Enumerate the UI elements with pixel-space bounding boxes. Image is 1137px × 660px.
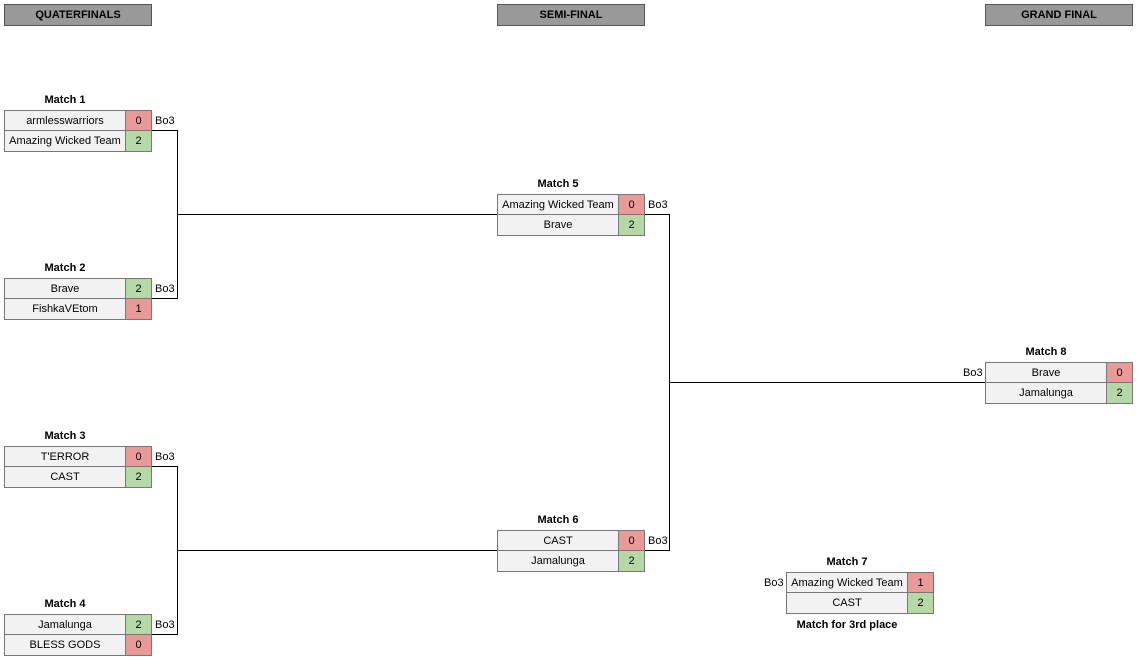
- connector-line: [645, 550, 670, 551]
- header-grandfinal: GRAND FINAL: [985, 4, 1133, 26]
- team-score: 0: [125, 110, 152, 132]
- connector-line: [645, 214, 670, 215]
- match-7-title: Match 7: [826, 556, 868, 568]
- team-name: CAST: [497, 530, 619, 552]
- match-7: Amazing Wicked Team 1 CAST 2: [786, 572, 934, 614]
- match-8-format: Bo3: [963, 367, 983, 379]
- team-score: 2: [907, 592, 934, 614]
- match-2-title: Match 2: [44, 262, 86, 274]
- team-score: 2: [618, 214, 645, 236]
- match-row: T'ERROR 0: [4, 446, 152, 468]
- match-row: Brave 0: [985, 362, 1133, 384]
- connector-line: [152, 298, 178, 299]
- match-row: Jamalunga 2: [4, 614, 152, 636]
- connector-line: [177, 550, 497, 551]
- team-score: 2: [125, 278, 152, 300]
- team-name: Jamalunga: [497, 550, 619, 572]
- match-row: Amazing Wicked Team 0: [497, 194, 645, 216]
- team-name: Jamalunga: [4, 614, 126, 636]
- match-row: Amazing Wicked Team 1: [786, 572, 934, 594]
- match-2: Brave 2 FishkaVEtom 1: [4, 278, 152, 320]
- team-score: 2: [618, 550, 645, 572]
- team-name: Amazing Wicked Team: [4, 130, 126, 152]
- header-semifinal: SEMI-FINAL: [497, 4, 645, 26]
- team-name: Jamalunga: [985, 382, 1107, 404]
- match-6-format: Bo3: [648, 535, 668, 547]
- match-8: Brave 0 Jamalunga 2: [985, 362, 1133, 404]
- team-name: Brave: [985, 362, 1107, 384]
- team-score: 2: [125, 130, 152, 152]
- match-row: Amazing Wicked Team 2: [4, 130, 152, 152]
- match-1-title: Match 1: [44, 94, 86, 106]
- match-row: Brave 2: [497, 214, 645, 236]
- match-3-title: Match 3: [44, 430, 86, 442]
- match-8-title: Match 8: [1025, 346, 1067, 358]
- match-5-title: Match 5: [537, 178, 579, 190]
- match-5-format: Bo3: [648, 199, 668, 211]
- team-score: 0: [125, 446, 152, 468]
- team-name: CAST: [4, 466, 126, 488]
- team-score: 0: [618, 194, 645, 216]
- match-1-format: Bo3: [155, 115, 175, 127]
- match-3-format: Bo3: [155, 451, 175, 463]
- team-score: 2: [125, 466, 152, 488]
- team-name: armlesswarriors: [4, 110, 126, 132]
- match-row: BLESS GODS 0: [4, 634, 152, 656]
- connector-line: [152, 130, 178, 131]
- team-score: 0: [618, 530, 645, 552]
- match-row: Jamalunga 2: [985, 382, 1133, 404]
- connector-line: [177, 214, 497, 215]
- match-row: CAST 2: [786, 592, 934, 614]
- team-score: 2: [125, 614, 152, 636]
- header-quarterfinals: QUATERFINALS: [4, 4, 152, 26]
- match-4-title: Match 4: [44, 598, 86, 610]
- team-name: Brave: [4, 278, 126, 300]
- team-score: 2: [1106, 382, 1133, 404]
- team-name: FishkaVEtom: [4, 298, 126, 320]
- team-score: 1: [125, 298, 152, 320]
- match-6-title: Match 6: [537, 514, 579, 526]
- team-name: Amazing Wicked Team: [786, 572, 908, 594]
- team-name: Brave: [497, 214, 619, 236]
- match-4: Jamalunga 2 BLESS GODS 0: [4, 614, 152, 656]
- match-4-format: Bo3: [155, 619, 175, 631]
- match-2-format: Bo3: [155, 283, 175, 295]
- match-1: armlesswarriors 0 Amazing Wicked Team 2: [4, 110, 152, 152]
- connector-line: [152, 634, 178, 635]
- match-3: T'ERROR 0 CAST 2: [4, 446, 152, 488]
- match-row: Brave 2: [4, 278, 152, 300]
- match-row: armlesswarriors 0: [4, 110, 152, 132]
- match-7-note: Match for 3rd place: [796, 619, 898, 631]
- team-score: 0: [1106, 362, 1133, 384]
- match-row: Jamalunga 2: [497, 550, 645, 572]
- team-name: Amazing Wicked Team: [497, 194, 619, 216]
- match-6: CAST 0 Jamalunga 2: [497, 530, 645, 572]
- connector-line: [152, 466, 178, 467]
- match-row: CAST 2: [4, 466, 152, 488]
- match-row: FishkaVEtom 1: [4, 298, 152, 320]
- match-row: CAST 0: [497, 530, 645, 552]
- match-5: Amazing Wicked Team 0 Brave 2: [497, 194, 645, 236]
- team-name: CAST: [786, 592, 908, 614]
- match-7-format: Bo3: [764, 577, 784, 589]
- connector-line: [669, 382, 985, 383]
- team-name: BLESS GODS: [4, 634, 126, 656]
- team-score: 1: [907, 572, 934, 594]
- team-score: 0: [125, 634, 152, 656]
- team-name: T'ERROR: [4, 446, 126, 468]
